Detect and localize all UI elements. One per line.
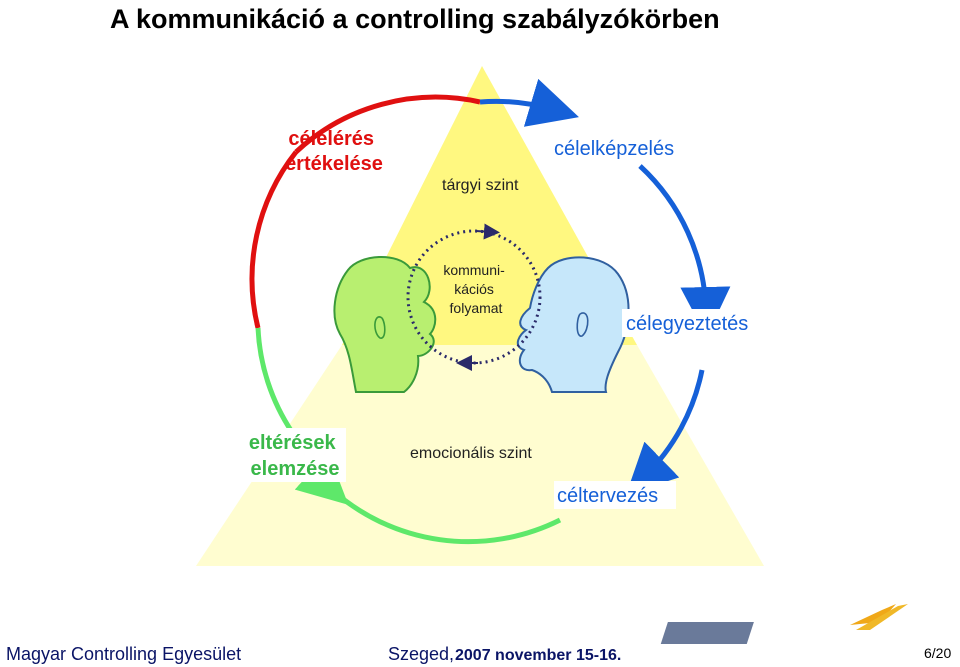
- circle-arrow-top: [475, 223, 500, 240]
- page-number: 6/20: [924, 645, 951, 661]
- label-goal-evaluation: célelérés értékelése: [285, 128, 383, 175]
- label-bg-goal-planning: [554, 481, 676, 509]
- page-title: A kommunikáció a controlling szabályzókö…: [110, 4, 720, 34]
- emotional-level-area: [196, 345, 764, 566]
- label-goal-conception: célelképzelés: [554, 138, 674, 160]
- center-label: kommuni- kációs folyamat: [443, 262, 508, 316]
- label-emotional-level: emocionális szint: [410, 445, 532, 462]
- cycle-arc-top-red: [294, 94, 481, 154]
- left-ear-icon: [374, 316, 386, 339]
- logo-text: MCS: [905, 624, 945, 644]
- cycle-arc-left-green: [255, 327, 295, 434]
- cycle-arc-left-red: [249, 150, 298, 329]
- cycle-arc-right-blue: [638, 164, 731, 337]
- cycle-arc-bottom-green: [294, 452, 562, 545]
- label-deviation-analysis: eltérések elemzése: [249, 432, 341, 480]
- mcs-logo: MCS: [660, 604, 945, 644]
- label-bg-deviation-analysis: [244, 428, 346, 482]
- footer-date: 2007 november 15-16.: [455, 647, 621, 664]
- cycle-arc-lower-right-blue: [626, 369, 705, 495]
- footer-organization: Magyar Controlling Egyesület: [6, 644, 241, 664]
- label-goal-planning: céltervezés: [557, 485, 658, 507]
- label-bg-goal-alignment: [622, 309, 782, 337]
- label-goal-alignment: célegyeztetés: [626, 313, 748, 335]
- label-factual-level: tárgyi szint: [442, 177, 519, 194]
- cycle-arc-top-blue: [479, 78, 579, 127]
- footer-city: Szeged,: [388, 644, 454, 664]
- right-ear-icon: [576, 312, 589, 337]
- right-head-icon: [516, 256, 630, 393]
